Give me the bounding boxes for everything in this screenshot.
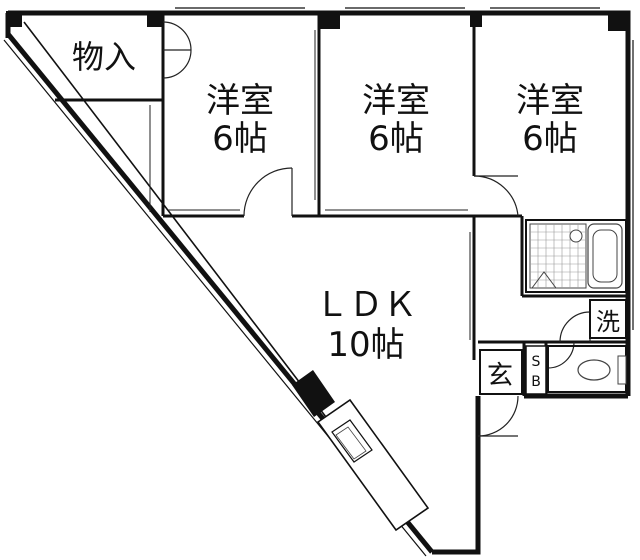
toilet	[547, 345, 627, 393]
shoe-box-label-top: S	[532, 354, 541, 370]
room-center-size: 6帖	[368, 119, 424, 159]
ldk-label: ＬＤＫ	[315, 285, 417, 325]
room-west-label: 洋室	[206, 81, 274, 121]
interior-walls	[55, 13, 628, 396]
room-center-label: 洋室	[362, 81, 430, 121]
room-west-size: 6帖	[212, 119, 268, 159]
entrance-box	[479, 349, 523, 395]
windows	[175, 7, 634, 330]
room-east-label: 洋室	[516, 81, 584, 121]
washroom-label: 洗	[596, 308, 620, 336]
entrance-label: 玄	[487, 361, 513, 391]
thin-lines	[149, 30, 471, 340]
bathroom	[525, 219, 627, 293]
pillars	[6, 11, 630, 417]
shoe-box-label-bottom: B	[531, 374, 541, 390]
ldk-size: 10帖	[327, 325, 404, 365]
room-east-size: 6帖	[522, 119, 578, 159]
shoe-box	[525, 345, 547, 395]
kitchen-counter	[316, 398, 430, 532]
storage-label: 物入	[72, 38, 136, 76]
washroom-box	[589, 299, 627, 339]
